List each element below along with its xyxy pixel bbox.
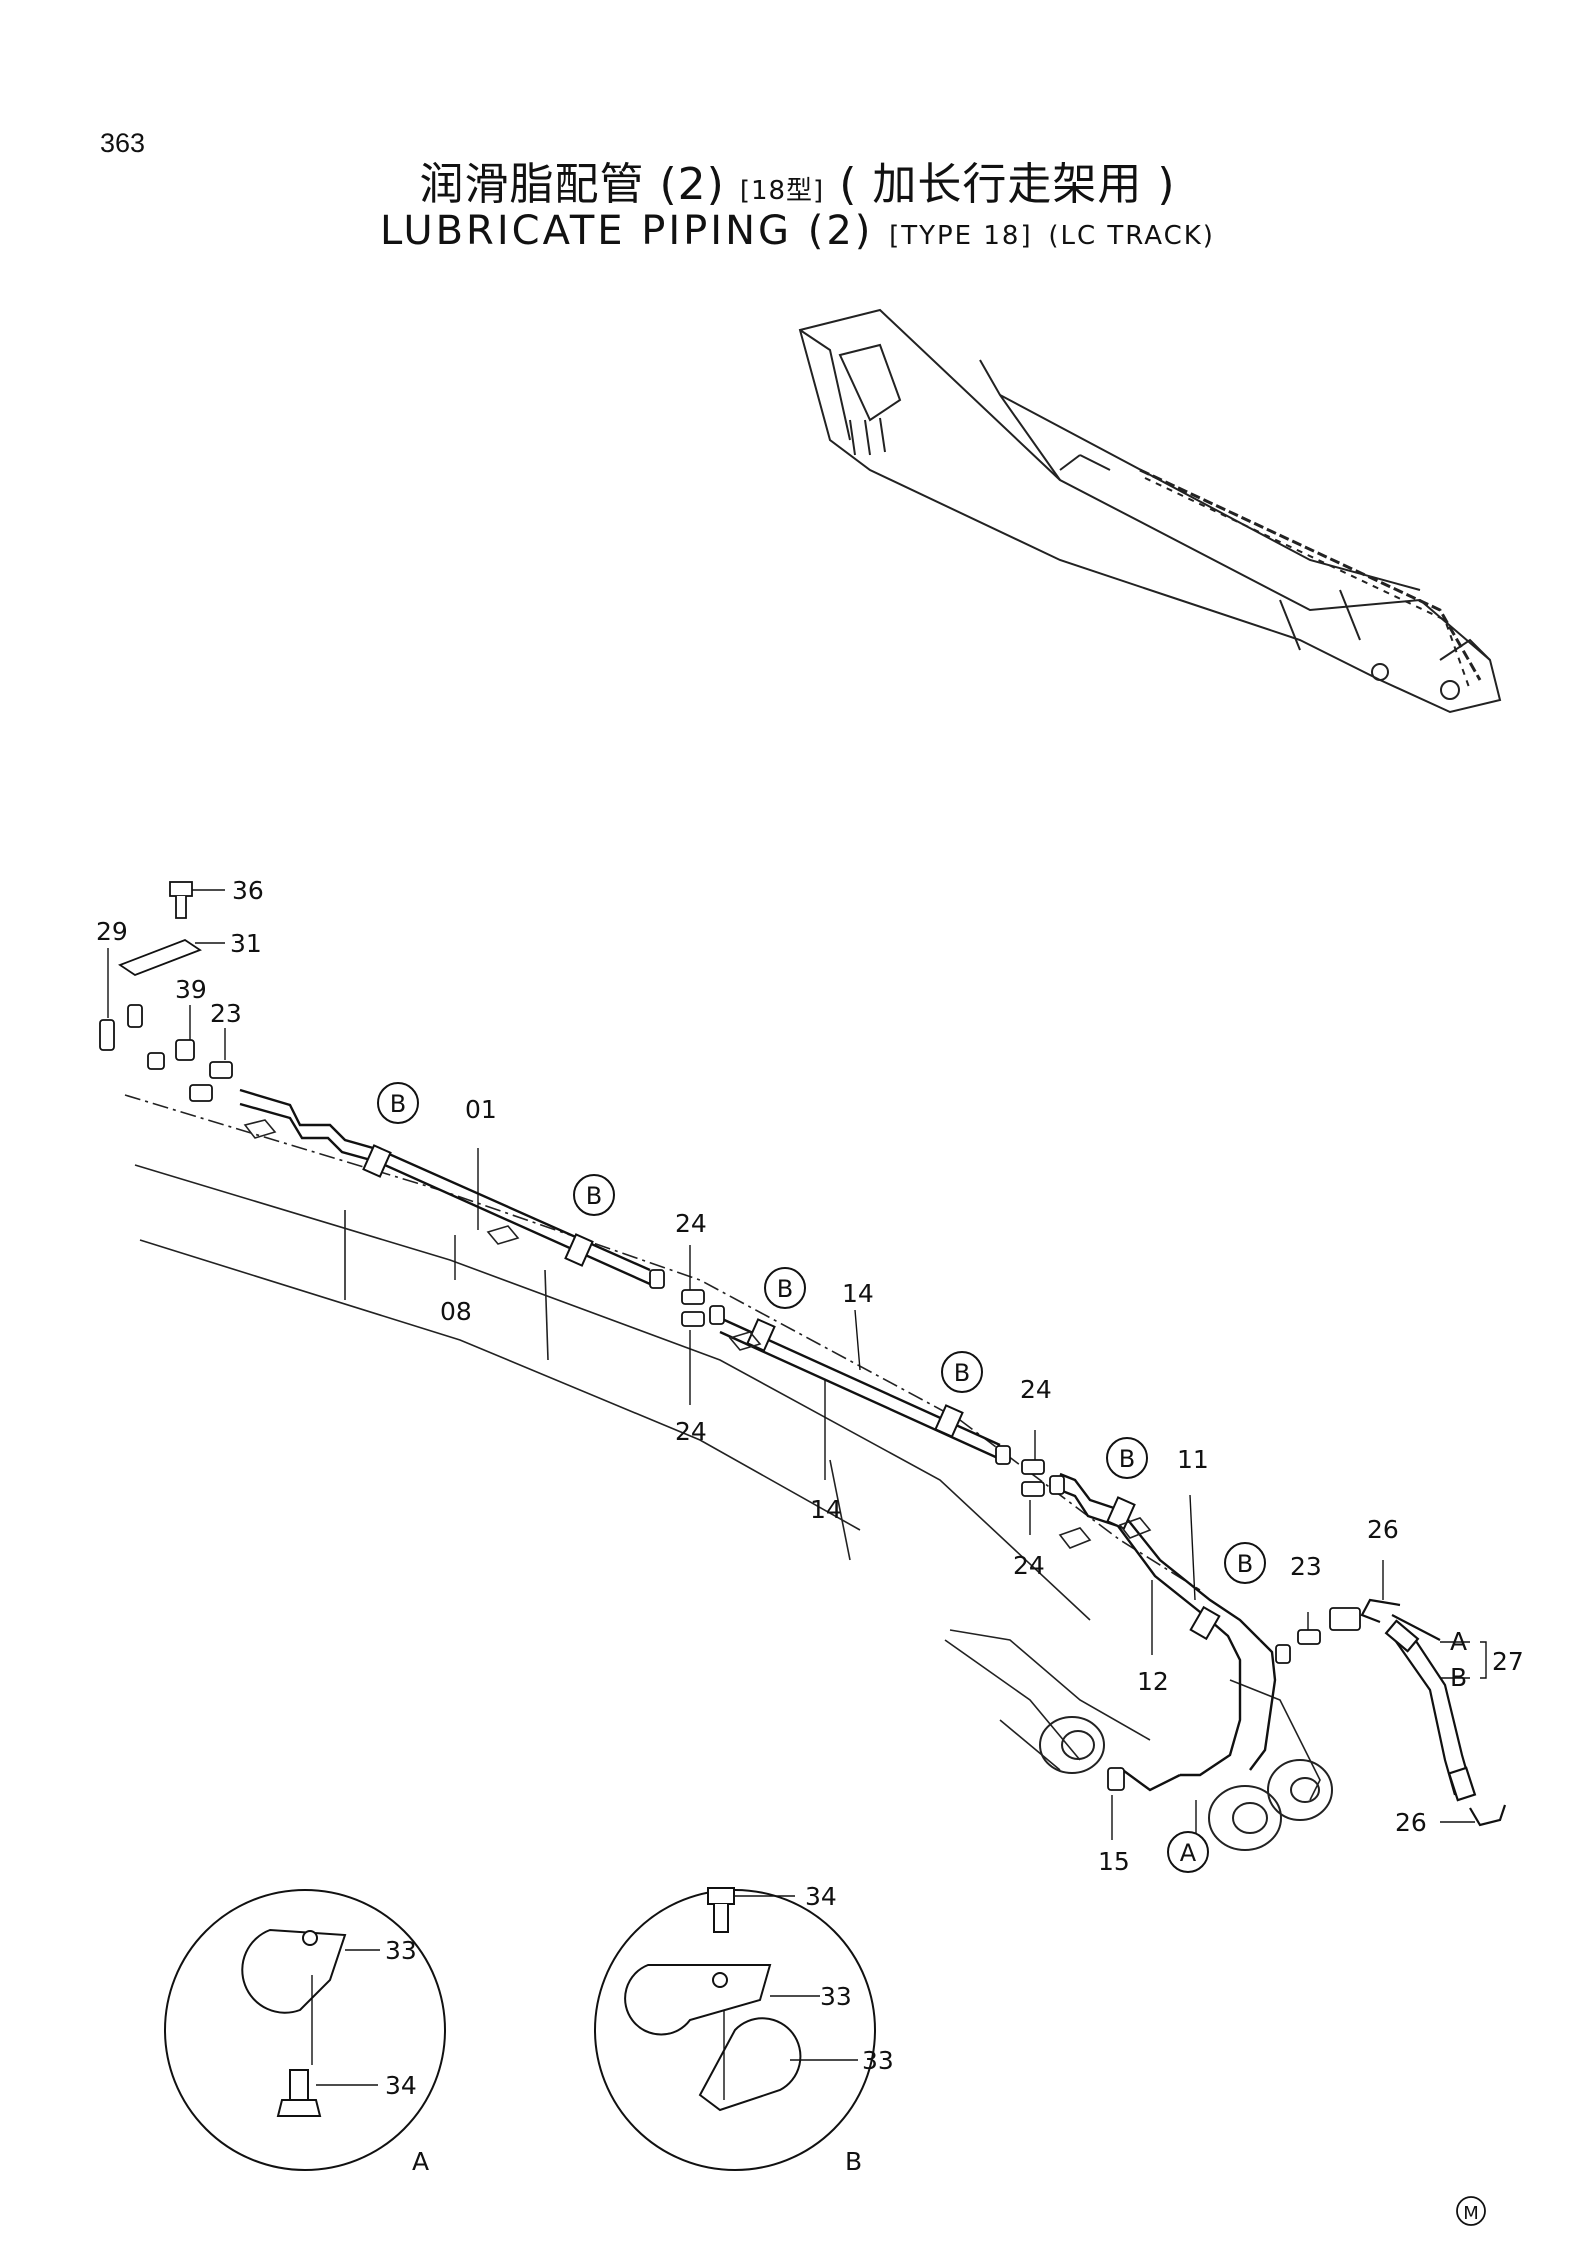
svg-text:A: A bbox=[1180, 1839, 1197, 1867]
svg-text:B: B bbox=[777, 1275, 793, 1303]
callout-14-lower: 14 bbox=[810, 1495, 842, 1524]
detail-b-label: B bbox=[845, 2147, 862, 2176]
title-chinese: 润滑脂配管 (2) [18型] ( 加长行走架用 ) bbox=[0, 148, 1595, 212]
arm-pin-bosses bbox=[1039, 1716, 1333, 1851]
svg-text:B: B bbox=[1119, 1445, 1135, 1473]
svg-text:B: B bbox=[586, 1182, 602, 1210]
plate-and-bolt bbox=[118, 881, 202, 977]
callout-26-upper: 26 bbox=[1367, 1515, 1399, 1544]
title-chinese-note: ( 加长行走架用 ) bbox=[839, 159, 1176, 210]
callout-26-lower: 26 bbox=[1395, 1808, 1427, 1837]
callout-12: 12 bbox=[1137, 1667, 1169, 1696]
title-chinese-main: 润滑脂配管 (2) bbox=[419, 159, 725, 210]
callout-15: 15 bbox=[1098, 1847, 1130, 1876]
svg-text:B: B bbox=[954, 1359, 970, 1387]
callout-08: 08 bbox=[440, 1297, 472, 1326]
hose-end-b: B bbox=[1450, 1663, 1467, 1692]
title-chinese-type: [18型] bbox=[739, 176, 825, 206]
callout-39: 39 bbox=[175, 975, 207, 1004]
callout-27: 27 bbox=[1492, 1647, 1524, 1676]
svg-text:M: M bbox=[1463, 2203, 1479, 2224]
bubble-b-1: B bbox=[377, 1082, 419, 1124]
bubble-b-5: B bbox=[1106, 1437, 1148, 1479]
callout-36: 36 bbox=[232, 876, 264, 905]
detail-b: 34 33 33 B bbox=[594, 1882, 894, 2176]
detail-b-callout-34: 34 bbox=[805, 1882, 837, 1911]
pipe-clamps bbox=[362, 1144, 1221, 1641]
detail-a-callout-33: 33 bbox=[385, 1936, 417, 1965]
title-english-note: (LC TRACK) bbox=[1048, 221, 1215, 251]
title-english-main: LUBRICATE PIPING (2) bbox=[380, 208, 874, 254]
callout-24-lower-left: 24 bbox=[675, 1417, 707, 1446]
callout-23-right: 23 bbox=[1290, 1552, 1322, 1581]
detail-a-label: A bbox=[412, 2147, 429, 2176]
bubble-b-4: B bbox=[941, 1351, 983, 1393]
callout-14-upper: 14 bbox=[842, 1279, 874, 1308]
pipe-fittings bbox=[99, 1004, 1361, 1791]
callout-24-lower-right: 24 bbox=[1013, 1551, 1045, 1580]
callout-01: 01 bbox=[465, 1095, 497, 1124]
corner-mark: M bbox=[1456, 2196, 1486, 2226]
callout-23-left: 23 bbox=[210, 999, 242, 1028]
svg-text:B: B bbox=[390, 1090, 406, 1118]
title-english-type: [TYPE 18] bbox=[889, 221, 1033, 251]
detail-a: 33 34 A bbox=[164, 1889, 446, 2176]
callout-24-upper-left: 24 bbox=[675, 1209, 707, 1238]
callout-31: 31 bbox=[230, 929, 262, 958]
pipe-brackets bbox=[243, 1119, 1152, 1549]
callout-11: 11 bbox=[1177, 1445, 1209, 1474]
detail-b-callout-33-upper: 33 bbox=[820, 1982, 852, 2011]
bubble-a: A bbox=[1167, 1831, 1209, 1873]
bubble-b-2: B bbox=[573, 1174, 615, 1216]
hose-assembly bbox=[1360, 1598, 1507, 1827]
detail-b-callout-33-lower: 33 bbox=[862, 2046, 894, 2075]
svg-text:B: B bbox=[1237, 1550, 1253, 1578]
detail-a-callout-34: 34 bbox=[385, 2071, 417, 2100]
callout-24-upper-right: 24 bbox=[1020, 1375, 1052, 1404]
hose-end-a: A bbox=[1450, 1627, 1467, 1656]
arm-overview-drawing bbox=[798, 308, 1502, 714]
callout-29: 29 bbox=[96, 917, 128, 946]
leader-lines bbox=[107, 889, 1487, 1840]
page-number: 363 bbox=[100, 128, 146, 158]
title-english: LUBRICATE PIPING (2) [TYPE 18] (LC TRACK… bbox=[0, 208, 1595, 254]
bubble-b-6: B bbox=[1224, 1542, 1266, 1584]
bubble-b-3: B bbox=[764, 1267, 806, 1309]
